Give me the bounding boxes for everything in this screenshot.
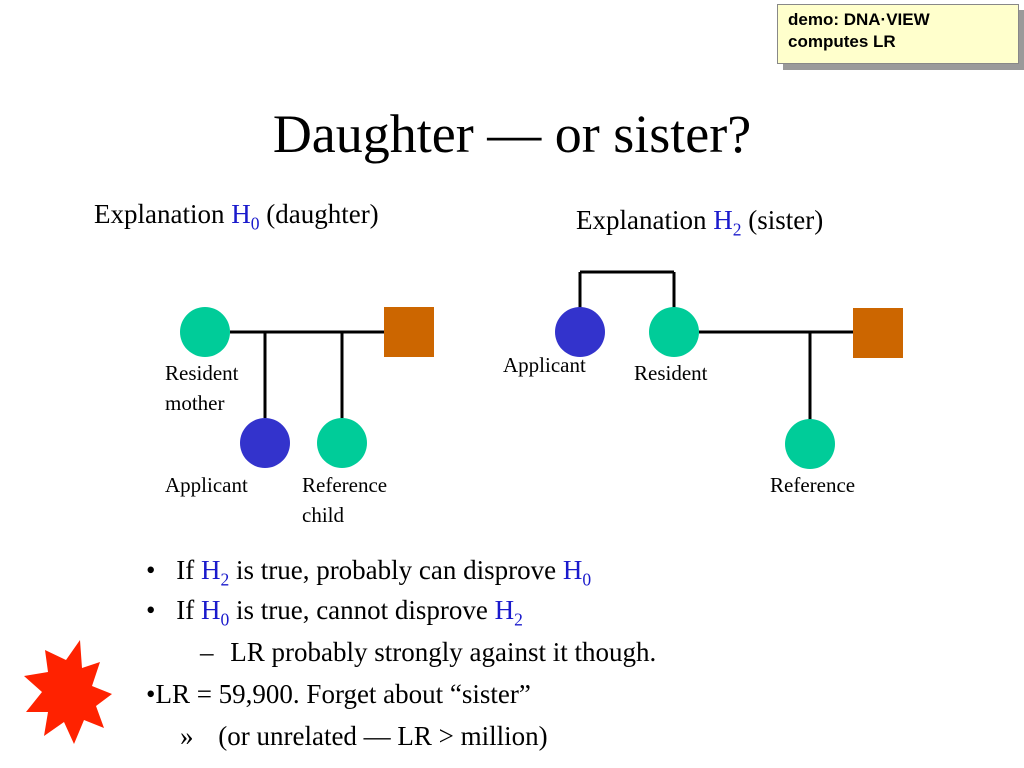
- bullet-1-hyp-b-sub: 0: [582, 569, 592, 590]
- bullet-4: •LR = 59,900. Forget about “sister”: [146, 676, 531, 712]
- left-applicant-node: [240, 418, 290, 468]
- label-resident-mother-line2: mother: [165, 391, 225, 415]
- sub-bullet-5-text: (or unrelated — LR > million): [218, 721, 548, 751]
- right-caption: Explanation H2 (sister): [576, 204, 823, 245]
- bullet-1-pre: If: [176, 555, 201, 585]
- bullet-2-mid: is true, cannot disprove: [229, 595, 495, 625]
- right-reference-node: [785, 419, 835, 469]
- bullet-2-hyp-a: H0: [200, 595, 229, 629]
- bullet-4-marker: •: [146, 679, 156, 709]
- right-hypothesis: H2: [713, 205, 741, 239]
- bullet-2-hyp-b-letter: H: [494, 595, 515, 625]
- sub-bullet-5-marker: »: [180, 721, 194, 751]
- left-hyp-letter: H: [231, 199, 251, 229]
- label-reference-child-line1: Reference: [302, 473, 388, 497]
- bullet-4-text: LR = 59,900. Forget about “sister”: [155, 679, 531, 709]
- left-caption: Explanation H0 (daughter): [94, 198, 379, 239]
- right-pedigree-lines: [578, 270, 853, 420]
- bullet-1-mid: is true, probably can disprove: [229, 555, 563, 585]
- right-applicant-node: [555, 307, 605, 357]
- bullet-1-hyp-a-letter: H: [200, 555, 221, 585]
- left-caption-prefix: Explanation: [94, 199, 232, 229]
- bullet-1-hyp-b: H0: [562, 555, 591, 589]
- left-caption-suffix: (daughter): [259, 199, 379, 229]
- left-hypothesis: H0: [231, 199, 259, 233]
- bullet-2-hyp-b-sub: 2: [514, 609, 523, 630]
- right-caption-suffix: (sister): [741, 205, 824, 235]
- bullet-2-pre: If: [176, 595, 201, 625]
- left-father-node: [384, 307, 434, 357]
- label-reference-child-line2: child: [302, 503, 344, 527]
- sub-bullet-3: – LR probably strongly against it though…: [200, 634, 656, 670]
- left-pedigree-lines: [230, 330, 384, 418]
- bullet-2-hyp-a-sub: 0: [220, 609, 230, 630]
- right-resident-node: [649, 307, 699, 357]
- bullet-2-marker: •: [146, 595, 156, 625]
- demo-note: demo: DNA·VIEW computes LR: [777, 4, 1019, 64]
- label-resident-mother: Resident mother: [165, 358, 239, 418]
- left-resident-mother-node: [180, 307, 230, 357]
- bullet-1-hyp-a-sub: 2: [220, 569, 230, 590]
- label-right-applicant: Applicant: [503, 353, 586, 377]
- left-hyp-sub: 0: [250, 213, 260, 234]
- label-resident-mother-line1: Resident: [165, 361, 239, 385]
- bullet-1: • If H2 is true, probably can disprove H…: [146, 552, 591, 597]
- bullet-2-hyp-b: H2: [494, 595, 523, 629]
- sub-bullet-3-text: LR probably strongly against it though.: [230, 637, 657, 667]
- label-left-applicant: Applicant: [165, 473, 248, 497]
- label-reference-child: Reference child: [302, 470, 387, 530]
- sub-bullet-5: » (or unrelated — LR > million): [180, 718, 548, 754]
- right-partner-node: [853, 308, 903, 358]
- bullet-2-hyp-a-letter: H: [200, 595, 221, 625]
- bullet-1-marker: •: [146, 555, 156, 585]
- right-caption-prefix: Explanation: [576, 205, 714, 235]
- label-right-resident: Resident: [634, 361, 708, 385]
- left-reference-child-node: [317, 418, 367, 468]
- bullet-2: • If H0 is true, cannot disprove H2: [146, 592, 523, 637]
- bullet-1-hyp-a: H2: [200, 555, 229, 589]
- sub-bullet-3-marker: –: [200, 637, 214, 667]
- slide-title: Daughter — or sister?: [272, 104, 752, 164]
- demo-note-line1: demo: DNA·VIEW: [788, 10, 930, 29]
- label-right-reference: Reference: [770, 473, 856, 497]
- bullet-1-hyp-b-letter: H: [562, 555, 583, 585]
- starburst-icon: [24, 640, 112, 744]
- right-hyp-sub: 2: [732, 219, 742, 240]
- demo-note-line2: computes LR: [788, 32, 896, 51]
- right-hyp-letter: H: [713, 205, 733, 235]
